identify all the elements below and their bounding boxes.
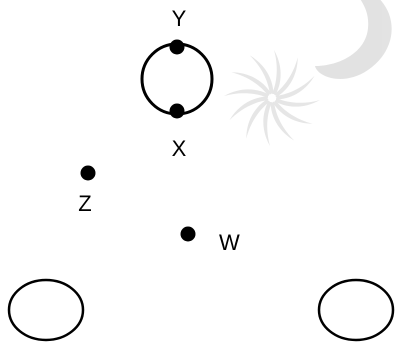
watermark [224, 0, 392, 146]
node-w [180, 226, 196, 242]
left-ellipse [7, 278, 85, 342]
node-y-label: Y [172, 6, 187, 31]
node-x [169, 103, 185, 119]
node-y [169, 39, 185, 55]
node-z [80, 165, 96, 181]
node-w-group: W [180, 226, 240, 255]
node-z-group: Z [78, 165, 96, 216]
right-ellipse [317, 278, 395, 342]
watermark-crescent-icon [315, 0, 392, 79]
pinwheel-swirl-icon [224, 50, 320, 146]
node-z-label: Z [78, 191, 91, 216]
node-x-label: X [172, 136, 187, 161]
node-w-label: W [219, 230, 240, 255]
loop-group: Y X [140, 6, 214, 161]
